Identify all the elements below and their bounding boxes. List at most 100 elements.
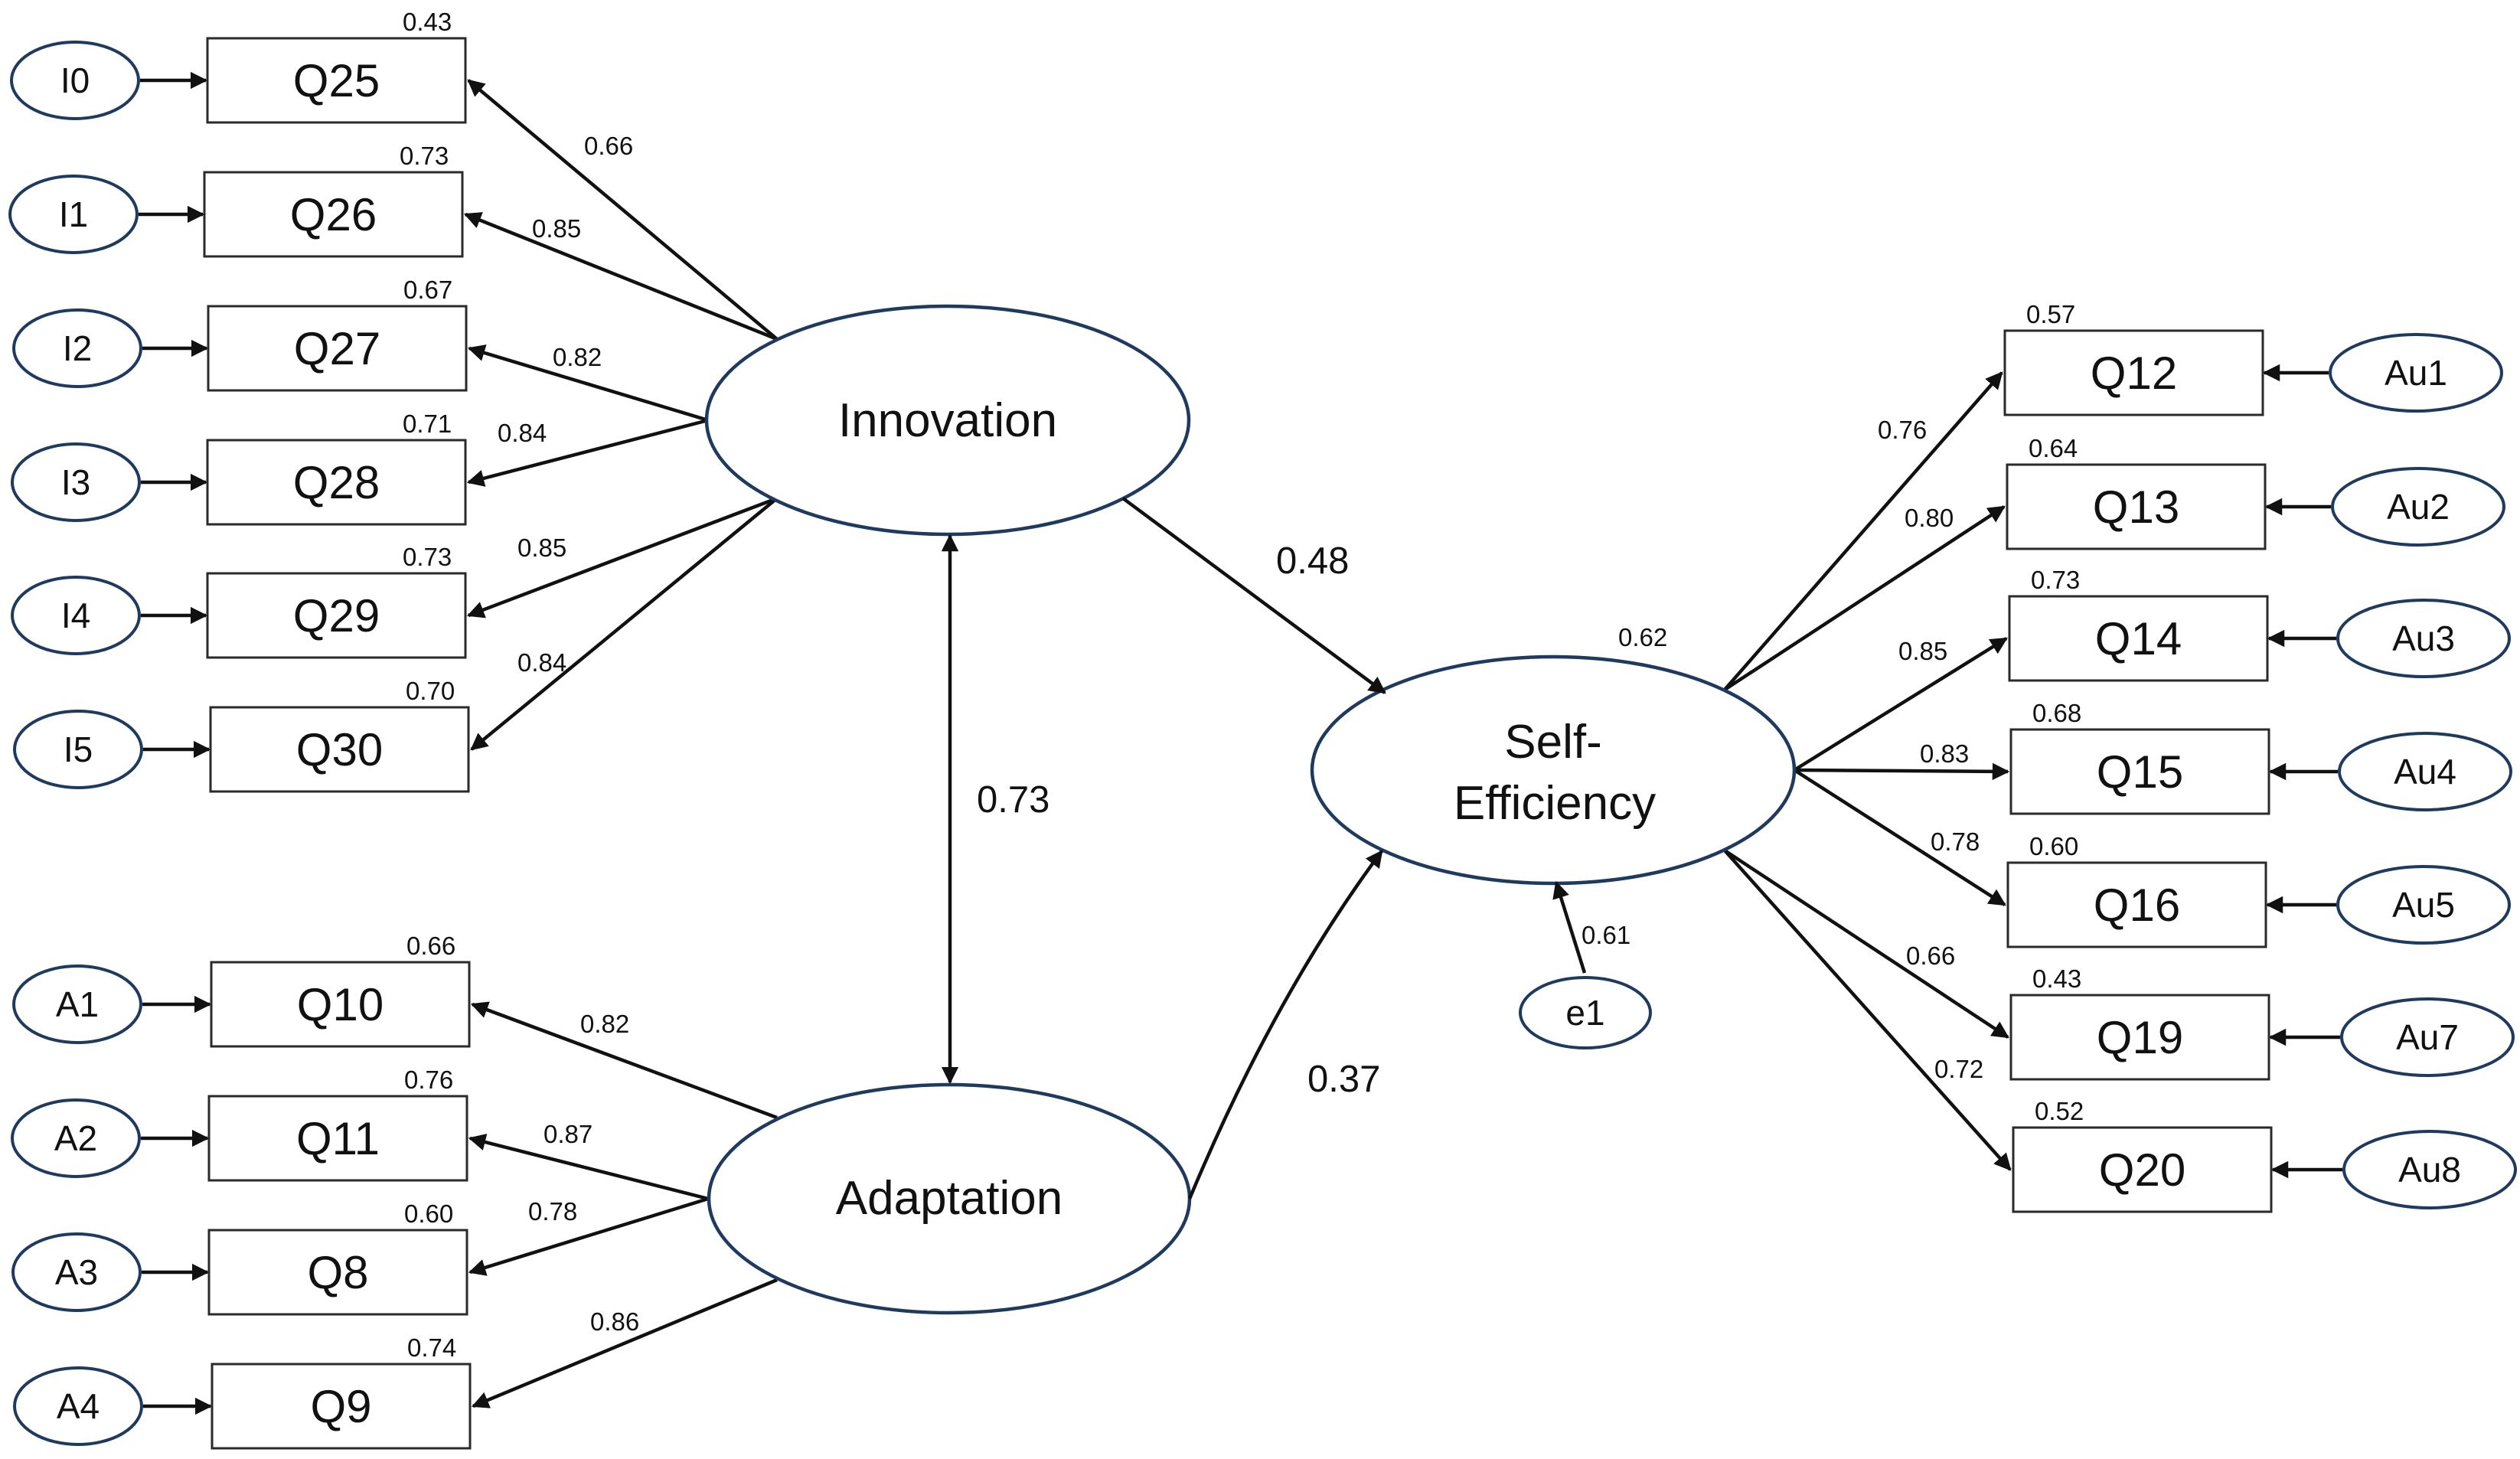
error-term-label-au3: Au3 bbox=[2392, 619, 2455, 658]
r2-label-q27: 0.67 bbox=[403, 276, 452, 304]
indicator-label-q19: Q19 bbox=[2097, 1012, 2183, 1063]
loading-arrow-q16 bbox=[1793, 769, 2006, 906]
error-term-label-a4: A4 bbox=[57, 1386, 100, 1426]
loading-label-q28: 0.84 bbox=[498, 419, 547, 447]
loading-label-q29: 0.85 bbox=[517, 534, 566, 562]
indicator-label-q10: Q10 bbox=[297, 979, 384, 1030]
error-term-label-i1: I1 bbox=[59, 194, 88, 234]
indicator-box-q14 bbox=[2008, 595, 2269, 682]
error-term-au3 bbox=[2336, 599, 2511, 678]
loading-label-q19: 0.66 bbox=[1906, 942, 1955, 970]
indicator-box-q13 bbox=[2006, 463, 2267, 550]
loading-arrow-q19 bbox=[1723, 849, 2009, 1039]
error-term-i5 bbox=[13, 710, 143, 789]
indicator-label-q8: Q8 bbox=[307, 1247, 368, 1298]
error-term-i0 bbox=[10, 41, 140, 120]
error-term-label-i4: I4 bbox=[61, 596, 90, 635]
error-term-label-i2: I2 bbox=[63, 328, 92, 368]
indicator-box-q9 bbox=[211, 1363, 472, 1450]
r2-label-q25: 0.43 bbox=[403, 8, 452, 36]
latent-self-efficiency: Self- Efficiency bbox=[1310, 654, 1797, 886]
loading-arrow-q8 bbox=[468, 1196, 709, 1276]
error-term-label-i0: I0 bbox=[60, 60, 90, 100]
loading-label-q20: 0.72 bbox=[1934, 1055, 1983, 1083]
path-arrows bbox=[139, 71, 2342, 1415]
error-term-au5 bbox=[2336, 865, 2511, 945]
latent-adaptation: Adaptation bbox=[707, 1082, 1192, 1315]
error-term-au2 bbox=[2331, 467, 2505, 547]
indicator-box-q29 bbox=[206, 572, 467, 659]
loading-arrow-q20 bbox=[1723, 849, 2012, 1171]
indicator-box-q11 bbox=[207, 1095, 468, 1182]
error-term-label-au7: Au7 bbox=[2396, 1017, 2459, 1057]
error-term-label-au8: Au8 bbox=[2398, 1150, 2461, 1190]
indicator-box-q26 bbox=[203, 171, 464, 258]
path-adaptation-to-self-efficiency-coef: 0.37 bbox=[1307, 1059, 1380, 1100]
disturbance-e1-loading: 0.61 bbox=[1582, 921, 1630, 949]
r2-label-q19: 0.43 bbox=[2032, 965, 2081, 993]
covariance-innovation-adaptation-coef: 0.73 bbox=[977, 779, 1049, 821]
indicator-label-q14: Q14 bbox=[2095, 613, 2182, 664]
error-term-label-au2: Au2 bbox=[2387, 487, 2450, 527]
loading-label-q8: 0.78 bbox=[528, 1197, 577, 1226]
error-term-au4 bbox=[2338, 732, 2512, 811]
error-term-label-au1: Au1 bbox=[2385, 353, 2447, 393]
error-term-label-a3: A3 bbox=[55, 1252, 98, 1292]
indicator-label-q13: Q13 bbox=[2093, 481, 2179, 533]
indicator-label-q15: Q15 bbox=[2097, 746, 2183, 798]
error-term-a2 bbox=[11, 1098, 141, 1178]
r2-label-q8: 0.60 bbox=[404, 1200, 453, 1228]
loading-arrow-q26 bbox=[463, 212, 778, 341]
error-term-label-a2: A2 bbox=[54, 1118, 97, 1158]
error-term-au1 bbox=[2329, 333, 2503, 413]
latent-adaptation-label: Adaptation bbox=[836, 1172, 1063, 1225]
indicator-label-q16: Q16 bbox=[2094, 880, 2180, 931]
error-term-i3 bbox=[11, 442, 141, 522]
r2-label-q9: 0.74 bbox=[407, 1333, 456, 1362]
error-term-label-a1: A1 bbox=[56, 984, 99, 1024]
loading-label-q26: 0.85 bbox=[532, 214, 581, 243]
indicator-label-q9: Q9 bbox=[310, 1381, 371, 1432]
indicator-box-q20 bbox=[2012, 1126, 2273, 1213]
indicator-box-q28 bbox=[206, 439, 467, 526]
loading-label-q14: 0.85 bbox=[1898, 637, 1947, 665]
error-term-au8 bbox=[2342, 1130, 2517, 1209]
latent-self-efficiency-label-line1: Self- bbox=[1504, 716, 1601, 769]
indicator-box-q30 bbox=[209, 706, 470, 793]
indicator-label-q11: Q11 bbox=[296, 1113, 380, 1164]
error-term-label-au4: Au4 bbox=[2394, 752, 2456, 792]
r2-label-q26: 0.73 bbox=[400, 142, 449, 170]
loading-arrow-q12 bbox=[1723, 371, 2003, 691]
loading-arrow-q29 bbox=[466, 496, 778, 619]
disturbance-e1-label: e1 bbox=[1565, 993, 1604, 1033]
latent-self-efficiency-label-line2: Efficiency bbox=[1454, 777, 1656, 830]
loading-arrow-q9 bbox=[471, 1278, 778, 1408]
error-term-i1 bbox=[8, 175, 139, 254]
indicator-box-q16 bbox=[2006, 861, 2267, 948]
latent-innovation: Innovation bbox=[704, 304, 1191, 537]
r2-label-q12: 0.57 bbox=[2026, 300, 2075, 328]
error-term-au7 bbox=[2340, 997, 2515, 1077]
loading-label-q16: 0.78 bbox=[1931, 827, 1980, 856]
indicator-box-q27 bbox=[207, 305, 468, 392]
error-term-a3 bbox=[11, 1232, 142, 1312]
self-efficiency-r2: 0.62 bbox=[1618, 623, 1667, 651]
r2-label-q11: 0.76 bbox=[404, 1066, 453, 1094]
indicator-label-q29: Q29 bbox=[293, 590, 380, 641]
loading-label-q27: 0.82 bbox=[553, 343, 602, 371]
r2-label-q20: 0.52 bbox=[2035, 1097, 2084, 1125]
loading-label-q11: 0.87 bbox=[543, 1120, 592, 1148]
loading-arrow-q30 bbox=[470, 497, 779, 751]
indicator-box-q8 bbox=[207, 1229, 468, 1316]
r2-label-q29: 0.73 bbox=[403, 543, 452, 571]
disturbance-e1-arrow bbox=[1552, 880, 1587, 974]
latent-innovation-label: Innovation bbox=[838, 394, 1057, 447]
r2-label-q15: 0.68 bbox=[2032, 699, 2081, 727]
indicator-label-q26: Q26 bbox=[290, 189, 377, 240]
error-term-label-i3: I3 bbox=[61, 462, 90, 502]
error-term-a1 bbox=[12, 965, 142, 1044]
loading-label-q9: 0.86 bbox=[590, 1307, 639, 1336]
loading-arrow-q11 bbox=[468, 1134, 709, 1201]
